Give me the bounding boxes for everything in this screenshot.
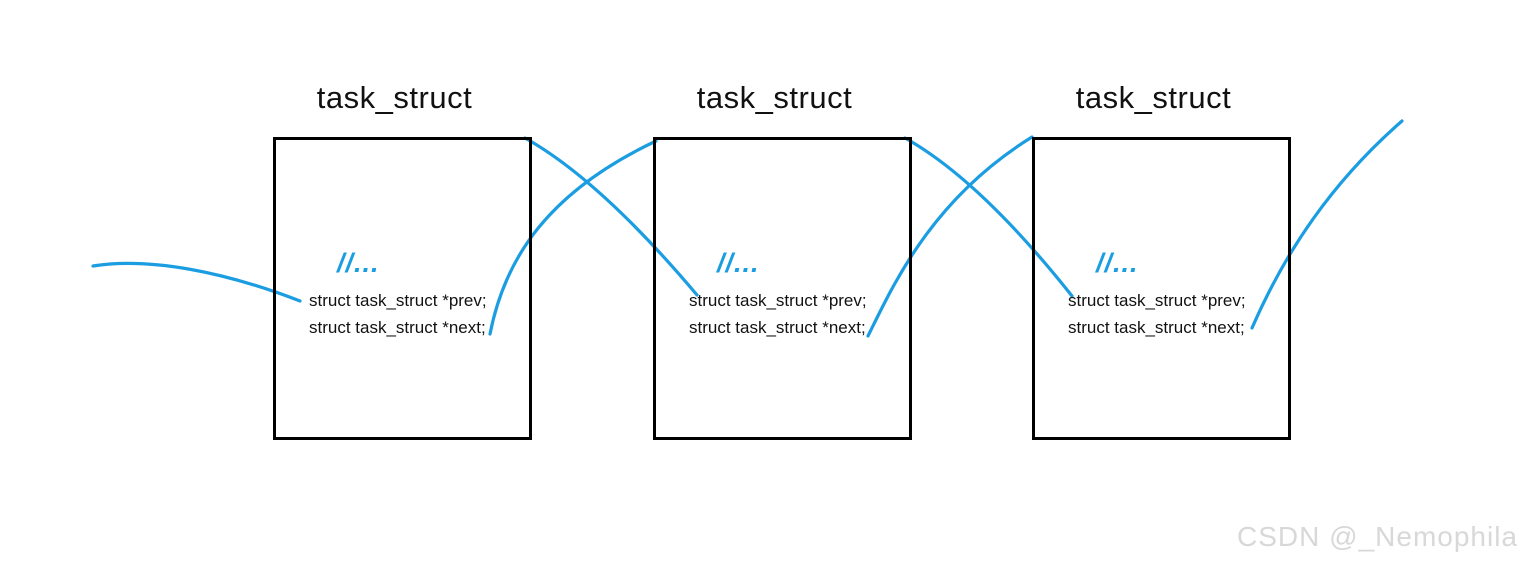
task-struct-box: //... struct task_struct *prev; struct t… <box>273 137 532 440</box>
node-title: task_struct <box>316 80 473 115</box>
ellipsis-comment: //... <box>717 248 760 278</box>
prev-field: struct task_struct *prev; <box>309 291 487 310</box>
next-field: struct task_struct *next; <box>689 318 866 337</box>
next-field: struct task_struct *next; <box>1068 318 1245 337</box>
node-title: task_struct <box>696 80 853 115</box>
csdn-watermark: CSDN @_Nemophila <box>1237 521 1518 552</box>
task-struct-box: //... struct task_struct *prev; struct t… <box>653 137 912 440</box>
prev-field: struct task_struct *prev; <box>1068 291 1246 310</box>
ellipsis-comment: //... <box>337 248 380 278</box>
node-body: //... struct task_struct *prev; struct t… <box>689 248 867 341</box>
task-struct-box: //... struct task_struct *prev; struct t… <box>1032 137 1291 440</box>
node-body: //... struct task_struct *prev; struct t… <box>309 248 487 341</box>
prev-field: struct task_struct *prev; <box>689 291 867 310</box>
ellipsis-comment: //... <box>1096 248 1139 278</box>
node-body: //... struct task_struct *prev; struct t… <box>1068 248 1246 341</box>
prev-pointer-tail-left <box>91 261 302 303</box>
node-title: task_struct <box>1075 80 1232 115</box>
next-field: struct task_struct *next; <box>309 318 486 337</box>
